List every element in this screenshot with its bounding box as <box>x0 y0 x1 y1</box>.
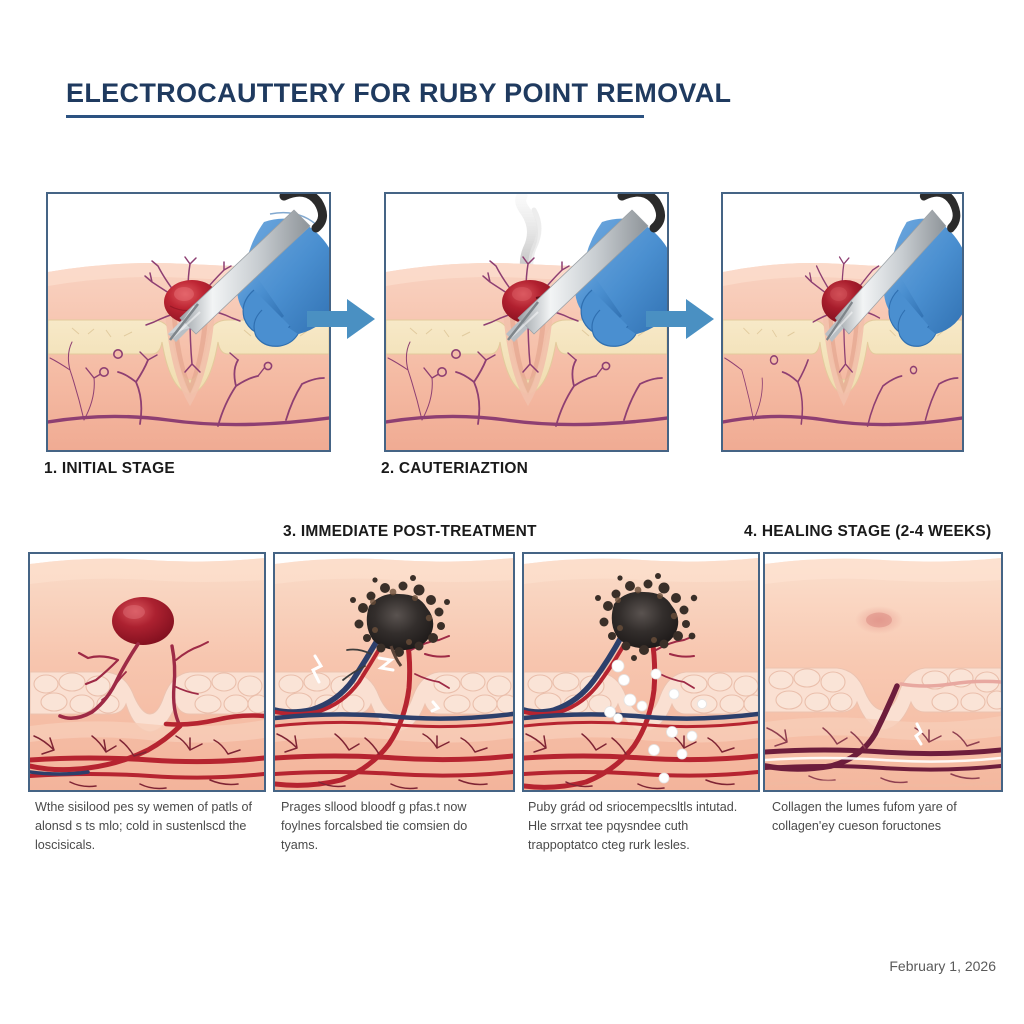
histology-figure-inflammatory <box>524 554 758 790</box>
histology-figure-healed <box>765 554 1001 790</box>
caption-2: Prages sllood bloodf g pfas.t now foylne… <box>281 800 468 852</box>
initial-stage-panel <box>46 192 331 452</box>
cauterization-figure <box>386 194 667 450</box>
cauterization-panel <box>384 192 669 452</box>
electrocautery-probe-1 <box>168 194 327 342</box>
histology-svg-2 <box>275 554 513 790</box>
step-label-3: 3. IMMEDIATE POST-TREATMENT <box>283 523 537 540</box>
date-stamp: February 1, 2026 <box>889 958 996 974</box>
step-label-4: 4. HEALING STAGE (2-4 WEEKS) <box>744 523 992 540</box>
histology-svg-4 <box>765 554 1001 790</box>
histology-panel-inflammatory <box>522 552 760 792</box>
skin-cross-section-svg-1 <box>48 194 329 450</box>
collagen-marks <box>914 722 923 746</box>
electrocautery-probe-3 <box>825 194 961 342</box>
charred-eschar <box>350 575 450 667</box>
histology-figure-intact <box>30 554 264 790</box>
post-contact-panel <box>721 192 964 452</box>
title-underline <box>66 115 644 118</box>
charred-eschar-2 <box>595 573 698 661</box>
page-title: ELECTROCAUTTERY FOR RUBY POINT REMOVAL <box>66 78 732 108</box>
histology-panel-charred <box>273 552 515 792</box>
step-label-1: 1. INITIAL STAGE <box>44 460 175 477</box>
histology-svg-1 <box>30 554 264 790</box>
skin-cross-section-svg-3 <box>723 194 962 450</box>
initial-stage-figure <box>48 194 329 450</box>
electrocautery-probe-2 <box>506 194 665 342</box>
histology-panel-healed <box>763 552 1003 792</box>
inflammatory-cells <box>604 659 707 784</box>
arrow-1-icon <box>305 297 377 346</box>
arrow-2-icon <box>644 297 716 346</box>
post-contact-figure <box>723 194 962 450</box>
spark-marks <box>310 654 441 713</box>
skin-cross-section-svg-2 <box>386 194 667 450</box>
caption-4: Collagen the lumes fufom yare of collage… <box>772 800 957 833</box>
histology-panel-intact <box>28 552 266 792</box>
histology-figure-charred <box>275 554 513 790</box>
caption-1: Wthe sisilood pes sy wemen of patls of a… <box>35 800 252 852</box>
page-title-block: ELECTROCAUTTERY FOR RUBY POINT REMOVAL <box>66 78 731 118</box>
caption-3: Puby grád od sriocempecsltls intutad. Hl… <box>528 800 738 852</box>
step-label-2: 2. CAUTERIAZTION <box>381 460 529 477</box>
histology-svg-3 <box>524 554 758 790</box>
